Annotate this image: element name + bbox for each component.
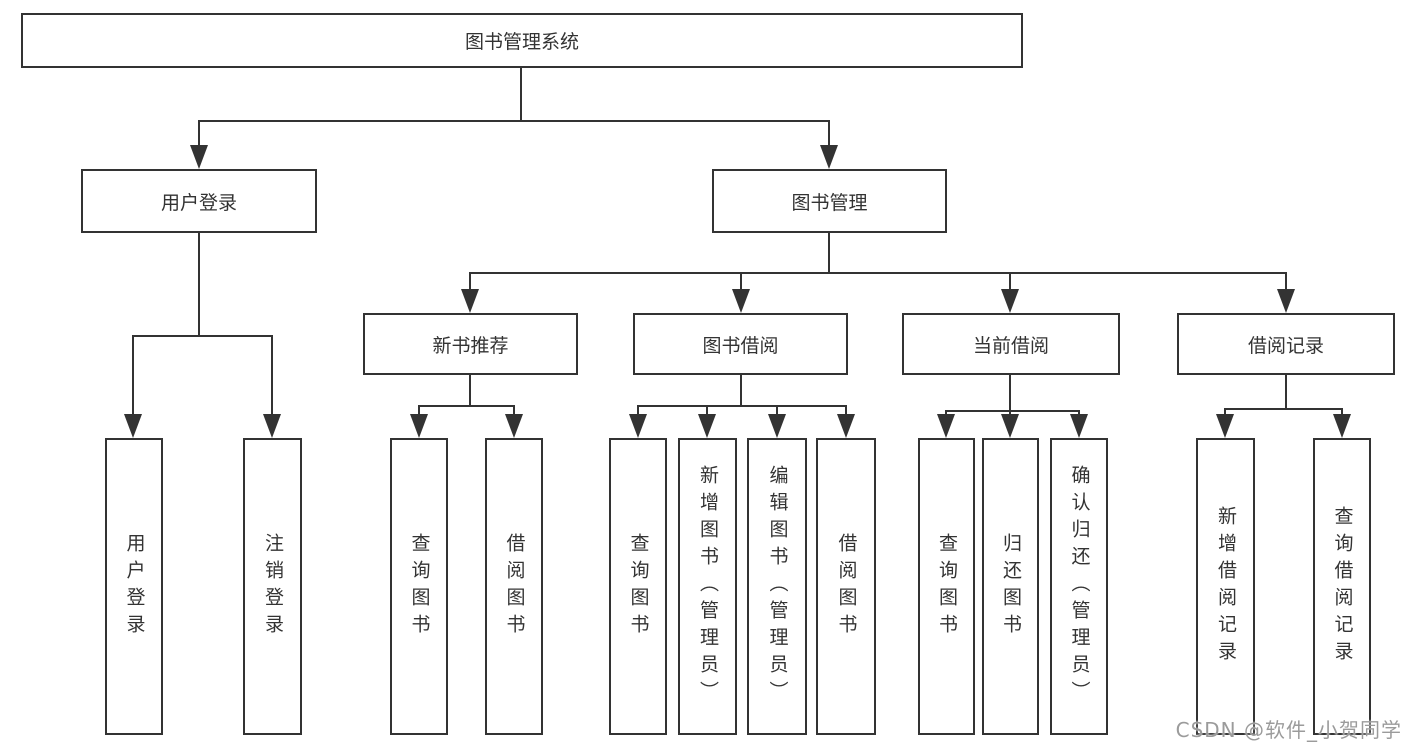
leaf-borrow-books: 借阅图书 [816, 438, 876, 735]
connector-line [520, 67, 522, 122]
leaf-edit-books-admin: 编辑图书（管理员） [747, 438, 807, 735]
leaf-add-books-admin: 新增图书（管理员） [678, 438, 737, 735]
connector-line [469, 272, 1287, 274]
connector-line [198, 231, 200, 337]
arrow-down-icon [629, 405, 647, 438]
leaf-borrow-books-recommend: 借阅图书 [485, 438, 543, 735]
connector-line [740, 373, 742, 407]
leaf-user-login: 用户登录 [105, 438, 163, 735]
arrow-down-icon [190, 120, 208, 169]
node-borrowing-records: 借阅记录 [1177, 313, 1395, 375]
arrow-down-icon [124, 335, 142, 438]
connector-line [132, 335, 273, 337]
leaf-query-books-current: 查询图书 [918, 438, 975, 735]
arrow-down-icon [937, 410, 955, 438]
arrow-down-icon [768, 405, 786, 438]
arrow-down-icon [410, 405, 428, 438]
arrow-down-icon [1001, 272, 1019, 313]
arrow-down-icon [1216, 408, 1234, 438]
node-new-book-recommendation: 新书推荐 [363, 313, 578, 375]
connector-line [1009, 373, 1011, 412]
arrow-down-icon [1001, 410, 1019, 438]
arrow-down-icon [461, 272, 479, 313]
arrow-down-icon [505, 405, 523, 438]
node-current-borrowing: 当前借阅 [902, 313, 1120, 375]
leaf-return-books: 归还图书 [982, 438, 1039, 735]
arrow-down-icon [1333, 408, 1351, 438]
node-root-system: 图书管理系统 [21, 13, 1023, 68]
leaf-add-borrow-record: 新增借阅记录 [1196, 438, 1255, 735]
arrow-down-icon [820, 120, 838, 169]
connector-line [637, 405, 847, 407]
leaf-query-books-borrow: 查询图书 [609, 438, 667, 735]
arrow-down-icon [698, 405, 716, 438]
connector-line [418, 405, 515, 407]
watermark: CSDN @软件_小贺同学 [1175, 718, 1402, 742]
connector-line [469, 373, 471, 407]
arrow-down-icon [1070, 410, 1088, 438]
connector-line [1224, 408, 1343, 410]
node-user-login: 用户登录 [81, 169, 317, 233]
node-book-borrowing: 图书借阅 [633, 313, 848, 375]
arrow-down-icon [732, 272, 750, 313]
leaf-logout: 注销登录 [243, 438, 302, 735]
connector-line [198, 120, 830, 122]
connector-line [1285, 373, 1287, 410]
node-book-management: 图书管理 [712, 169, 947, 233]
leaf-query-borrow-record: 查询借阅记录 [1313, 438, 1371, 735]
connector-line [945, 410, 1080, 412]
arrow-down-icon [263, 335, 281, 438]
arrow-down-icon [837, 405, 855, 438]
arrow-down-icon [1277, 272, 1295, 313]
connector-line [828, 231, 830, 274]
leaf-query-books-recommend: 查询图书 [390, 438, 448, 735]
leaf-confirm-return-admin: 确认归还（管理员） [1050, 438, 1108, 735]
